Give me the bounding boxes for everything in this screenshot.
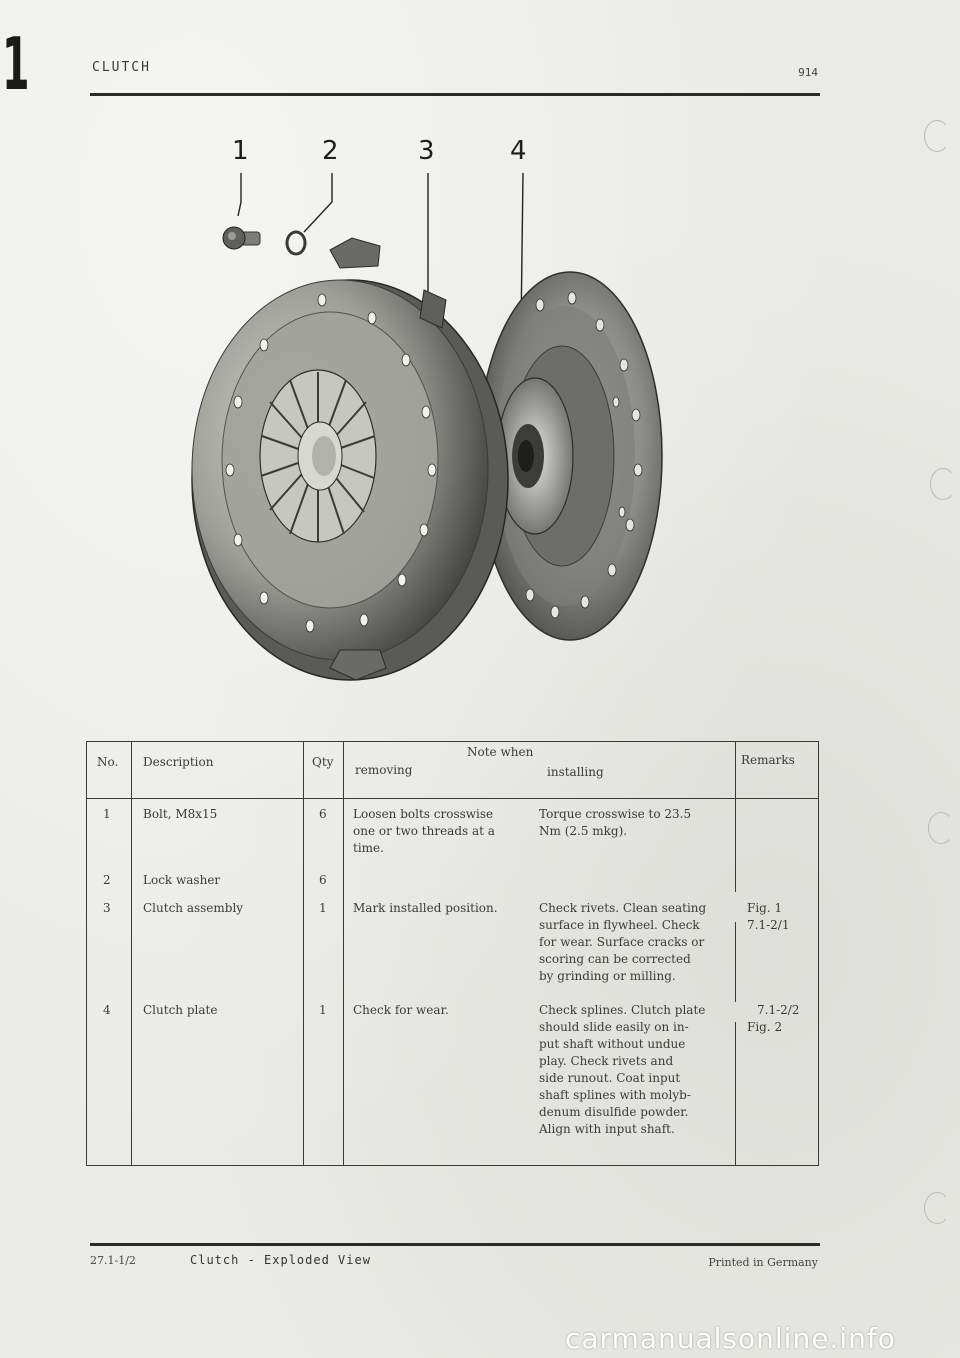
model-number: 914 <box>798 66 818 79</box>
column-divider <box>131 742 132 1165</box>
callout-2: 2 <box>322 136 339 166</box>
clutch-assembly-part <box>191 237 509 681</box>
row-4-removing: Check for wear. <box>353 1003 449 1017</box>
row-2-no: 2 <box>103 873 111 887</box>
header-note-when: Note when <box>467 745 534 759</box>
column-divider <box>303 742 304 1165</box>
row-3-qty: 1 <box>319 901 327 915</box>
header-installing: installing <box>547 765 604 779</box>
column-divider <box>735 1022 736 1165</box>
row-4-installing: Check splines. Clutch plate should slide… <box>539 1003 706 1136</box>
header-remarks: Remarks <box>741 753 795 767</box>
clutch-exploded-illustration <box>191 172 663 681</box>
row-4-description: Clutch plate <box>143 1003 218 1017</box>
row-3-installing: Check rivets. Clean seating surface in f… <box>539 901 707 983</box>
row-1-removing: Loosen bolts crosswise one or two thread… <box>353 807 495 855</box>
footer-title: Clutch - Exploded View <box>190 1253 371 1267</box>
column-divider <box>343 742 344 1165</box>
punch-hole-mark <box>928 812 954 844</box>
lock-washer-part <box>285 230 307 256</box>
row-4-qty: 1 <box>319 1003 327 1017</box>
parts-table: No. Description Qty Note when removing i… <box>86 741 819 1166</box>
callout-3: 3 <box>418 136 435 166</box>
footer-rule <box>90 1243 820 1246</box>
row-2-description: Lock washer <box>143 873 221 887</box>
callout-4: 4 <box>510 136 527 166</box>
header-removing: removing <box>355 763 413 777</box>
row-4-no: 4 <box>103 1003 111 1017</box>
page-reference: 27.1-1/2 <box>90 1254 136 1267</box>
leader-line-1 <box>237 173 242 217</box>
row-3-no: 3 <box>103 901 111 915</box>
clutch-plate-part <box>477 271 663 641</box>
punch-hole-mark <box>924 120 950 152</box>
header-divider <box>87 798 818 799</box>
header-rule <box>90 93 820 96</box>
bolt-part <box>222 226 261 250</box>
section-title: CLUTCH <box>92 60 151 75</box>
printed-in-note: Printed in Germany <box>708 1256 818 1269</box>
column-divider <box>735 797 736 892</box>
callout-1: 1 <box>232 136 249 166</box>
column-divider <box>735 922 736 1002</box>
punch-hole-mark <box>924 1192 950 1224</box>
row-3-description: Clutch assembly <box>143 901 244 915</box>
row-3-remarks: Fig. 1 7.1-2/1 <box>747 901 790 932</box>
header-description: Description <box>143 755 214 769</box>
row-1-no: 1 <box>103 807 111 821</box>
row-1-description: Bolt, M8x15 <box>143 807 218 821</box>
row-2-qty: 6 <box>319 873 327 887</box>
row-1-qty: 6 <box>319 807 327 821</box>
section-number: 1 <box>2 22 30 106</box>
row-4-remarks: 7.1-2/2 Fig. 2 <box>747 1003 800 1034</box>
column-divider <box>735 742 736 797</box>
leader-line-2 <box>303 173 333 233</box>
header-no: No. <box>97 755 119 769</box>
punch-hole-mark <box>930 468 956 500</box>
row-3-removing: Mark installed position. <box>353 901 498 915</box>
header-qty: Qty <box>312 755 334 769</box>
watermark: carmanualsonline.info <box>565 1322 896 1355</box>
row-1-installing: Torque crosswise to 23.5 Nm (2.5 mkg). <box>539 807 692 838</box>
